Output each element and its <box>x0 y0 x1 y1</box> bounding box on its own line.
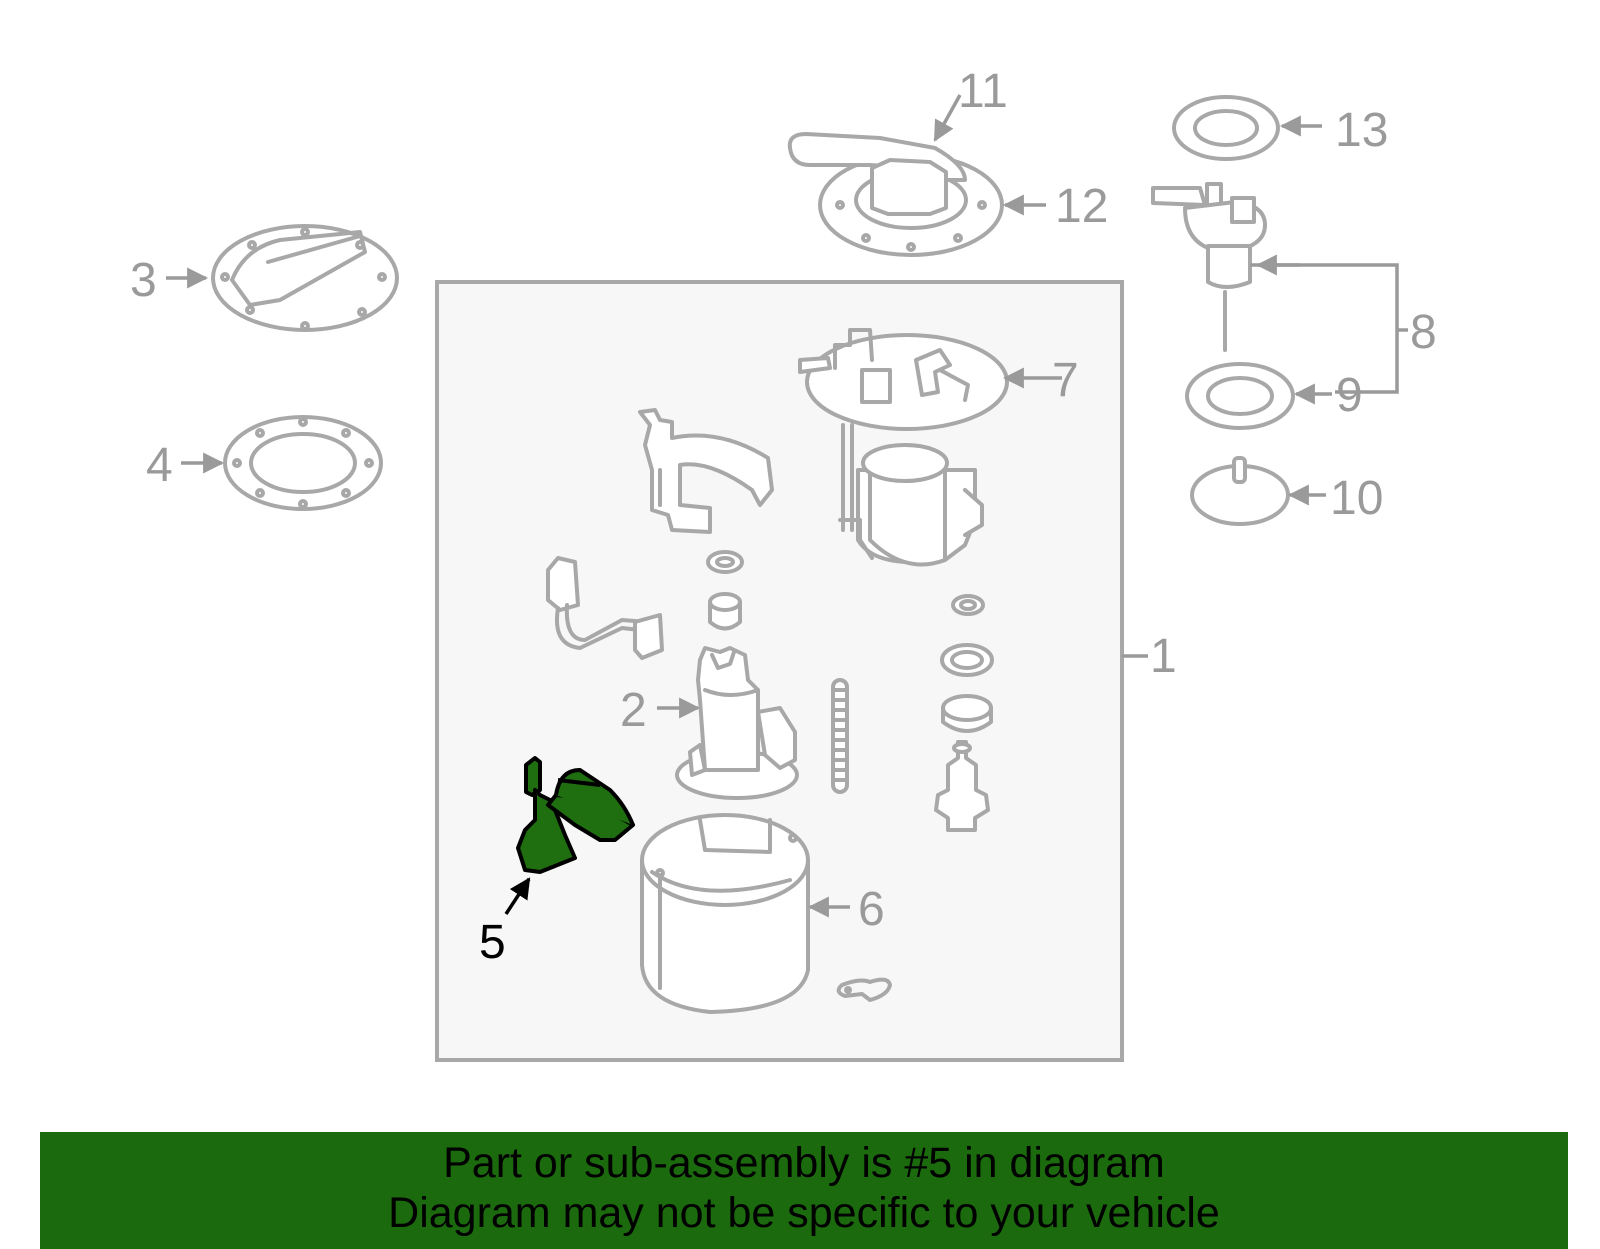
callout-13: 13 <box>1335 104 1388 157</box>
banner-line-disclaimer: Diagram may not be specific to your vehi… <box>388 1189 1220 1237</box>
callout-6: 6 <box>858 883 885 936</box>
part-9-grommet <box>1185 362 1295 430</box>
callout-2: 2 <box>620 684 647 737</box>
parts-diagram: 1 2 3 4 5 6 7 8 9 10 11 12 13 <box>130 65 1437 1062</box>
banner-line-part-number: Part or sub-assembly is #5 in diagram <box>443 1139 1165 1187</box>
spring <box>831 678 849 794</box>
part-11-lever <box>787 132 967 216</box>
callout-12: 12 <box>1055 180 1108 233</box>
info-banner: Part or sub-assembly is #5 in diagram Di… <box>40 1132 1568 1249</box>
part-2-pump <box>675 646 799 800</box>
callout-9: 9 <box>1336 369 1363 422</box>
callout-5: 5 <box>479 916 506 969</box>
callout-1: 1 <box>1150 630 1177 683</box>
retaining-clip <box>836 977 892 1002</box>
wire-harness <box>546 556 664 660</box>
callout-8: 8 <box>1410 306 1437 359</box>
callout-11: 11 <box>958 65 1008 118</box>
callout-4: 4 <box>146 439 173 492</box>
callout-3: 3 <box>130 254 157 307</box>
part-5-fuel-level-sender <box>516 756 635 874</box>
part-6-strainer-cup <box>640 813 810 1014</box>
part-3-flange-plate <box>211 224 399 332</box>
small-seals <box>706 550 994 733</box>
part-4-gasket <box>223 415 383 511</box>
part-10-cap <box>1190 456 1290 526</box>
callout-7: 7 <box>1052 354 1079 407</box>
callout-10: 10 <box>1330 472 1383 525</box>
bracket-clip <box>638 408 774 534</box>
pressure-regulator <box>934 740 990 832</box>
part-8-sensor <box>1151 182 1267 352</box>
part-13-o-ring <box>1172 95 1280 161</box>
